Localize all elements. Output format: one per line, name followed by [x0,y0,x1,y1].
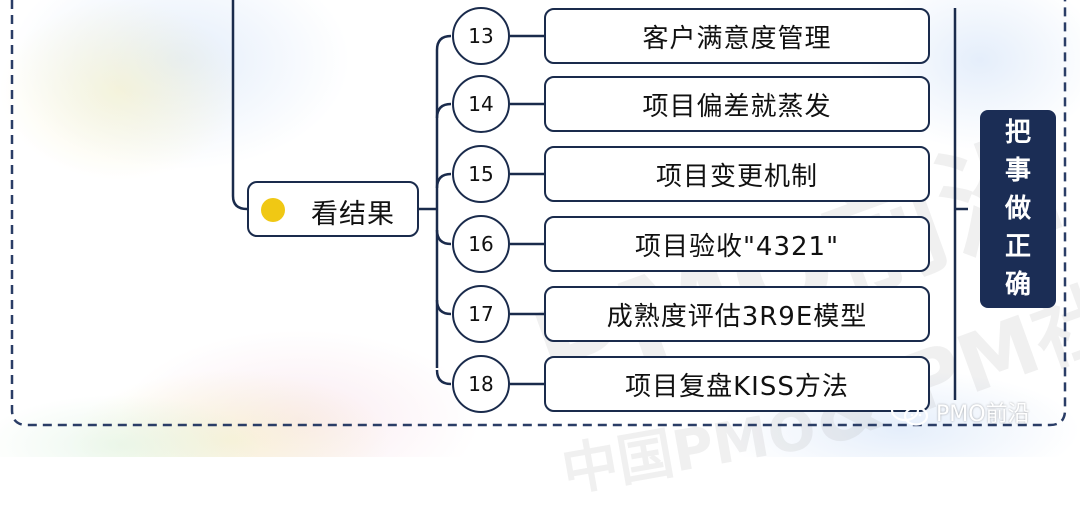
wechat-icon [890,398,929,426]
node-number: 15 [452,145,510,203]
branch-label: 客户满意度管理 [642,23,832,54]
root-label: 看结果 [311,199,395,230]
branch-label: 成熟度评估3R9E模型 [606,301,868,332]
branch-label: 项目偏差就蒸发 [642,91,832,122]
branch-label: 项目验收"4321" [634,231,840,262]
side-char: 确 [1004,270,1031,300]
connector-lines [10,0,1067,427]
side-char: 做 [1004,194,1031,224]
node-number: 13 [452,7,510,65]
branch-connector [435,172,452,189]
side-char: 把 [1004,118,1031,148]
root-node[interactable]: 看结果 [247,181,419,237]
node-number: 16 [452,215,510,273]
parent-branch-line [231,0,248,211]
brand-text: PMO前沿 [936,402,1030,427]
branch-node[interactable]: 项目变更机制 [544,146,930,202]
branch-connector [435,34,452,51]
node-number: 18 [452,355,510,413]
branch-connector [435,369,452,386]
dashed-frame [10,0,1067,427]
branch-node[interactable]: 项目验收"4321" [544,216,930,272]
bracket-line [953,8,968,400]
branch-label: 项目变更机制 [655,161,818,192]
branch-node[interactable]: 项目复盘KISS方法 [544,356,930,412]
branch-node[interactable]: 客户满意度管理 [544,8,930,64]
brand-logo: PMO前沿 [890,396,1030,428]
branch-node[interactable]: 项目偏差就蒸发 [544,76,930,132]
node-number: 14 [452,75,510,133]
branch-node[interactable]: 成熟度评估3R9E模型 [544,286,930,342]
side-label: 把 事 做 正 确 [980,110,1056,308]
branch-label: 项目复盘KISS方法 [625,371,849,402]
branch-connector [435,102,452,119]
side-char: 事 [1004,156,1031,186]
side-char: 正 [1004,232,1031,262]
status-dot [261,198,285,222]
node-number: 17 [452,285,510,343]
branch-connector [435,229,452,246]
branch-connector [435,299,452,316]
